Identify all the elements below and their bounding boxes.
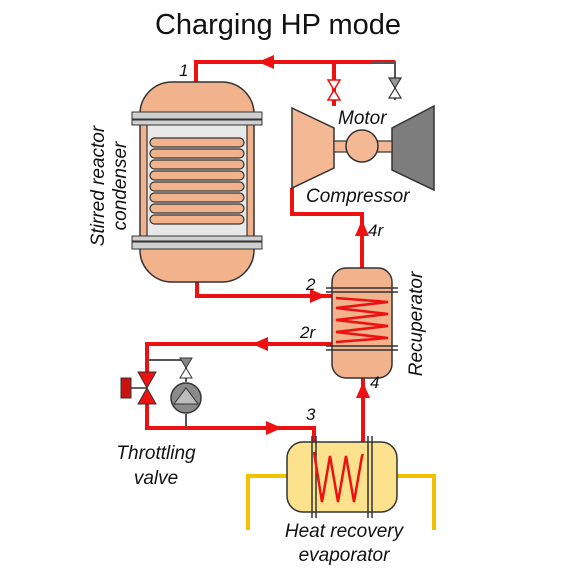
- recuperator-icon: [326, 267, 398, 379]
- condenser-label: condenser: [110, 141, 131, 230]
- arrow-to-compressor: [355, 220, 369, 236]
- arrow-to-recuperator-bottom: [356, 382, 370, 398]
- refrigerant-piping: [145, 60, 396, 454]
- motor-icon: [345, 129, 379, 163]
- state-point-1: 1: [179, 61, 188, 80]
- condenser-vessel-icon: [131, 81, 263, 283]
- valve-label: valve: [134, 468, 178, 489]
- bypass-valve-icon: [387, 77, 403, 99]
- motor-label: Motor: [338, 108, 387, 129]
- pump-icon: [170, 357, 202, 414]
- recuperator-label: Recuperator: [406, 271, 427, 376]
- arrow-to-throttle: [252, 337, 268, 351]
- evaporator-coil: [312, 451, 365, 503]
- flow-arrows: [252, 55, 370, 435]
- state-point-3: 3: [306, 405, 316, 424]
- throttling-label: Throttling: [116, 443, 196, 464]
- arrow-to-recuperator: [310, 289, 326, 303]
- valve-icon: [326, 79, 342, 101]
- state-point-4: 4: [370, 373, 379, 392]
- heat-source-lines: [246, 474, 436, 530]
- heating-coil-icon: [149, 137, 245, 225]
- evaporator-label: evaporator: [299, 545, 391, 566]
- arrow-to-evaporator: [266, 421, 282, 435]
- arrow-to-condenser: [258, 55, 274, 69]
- heat-exchanger-icon: [286, 436, 398, 518]
- throttling-valve-icon: [120, 371, 157, 405]
- recuperator-coil: [335, 296, 389, 344]
- diagram-title: Charging HP mode: [155, 9, 401, 41]
- state-point-2r: 2r: [299, 323, 316, 342]
- stirred-reactor-label: Stirred reactor: [88, 125, 109, 246]
- heat-recovery-label: Heat recovery: [285, 521, 405, 542]
- state-point-4r: 4r: [368, 221, 384, 240]
- compressor-label: Compressor: [306, 186, 410, 207]
- state-point-2: 2: [305, 275, 316, 294]
